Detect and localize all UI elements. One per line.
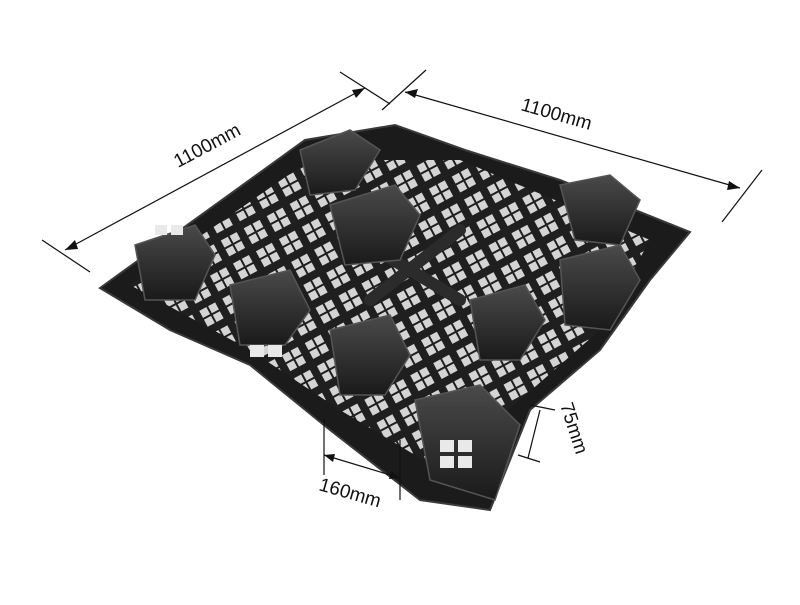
- length-dimension-line: [64, 87, 366, 251]
- foot-height-label: 75mm: [555, 400, 591, 457]
- dimension-arrows: [65, 88, 740, 479]
- foot-left: [134, 224, 216, 301]
- foot-back-left: [299, 129, 382, 196]
- width-dimension-line: [404, 91, 741, 189]
- pallet-feet: [134, 129, 641, 501]
- foot-width-label: 160mm: [317, 475, 384, 513]
- foot-center: [329, 184, 421, 266]
- foot-front-center: [329, 314, 411, 396]
- pallet: [98, 123, 692, 512]
- foot-back-right: [559, 174, 641, 246]
- dimension-lines: [41, 69, 763, 500]
- foot-openings: [155, 225, 472, 468]
- foot-height-dimension-line: [527, 409, 541, 459]
- foot-front-right: [469, 284, 546, 361]
- foot-right: [559, 244, 641, 331]
- length-label: 1100mm: [170, 120, 244, 173]
- width-label: 1100mm: [519, 95, 594, 135]
- foot-front-left: [229, 269, 311, 346]
- foot-width-dimension-line: [323, 454, 401, 479]
